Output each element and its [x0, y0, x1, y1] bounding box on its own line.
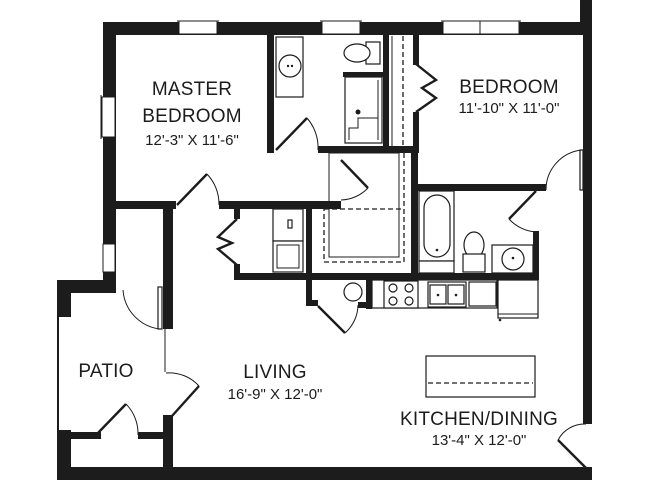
room-name-line1: MASTER [151, 79, 233, 100]
door-pantry [317, 304, 359, 334]
interior-walls [116, 35, 546, 309]
door-living-patio [164, 329, 200, 417]
washer [272, 208, 304, 242]
room-name: BEDROOM [459, 77, 559, 98]
room-label-living: LIVING 16'-9" X 12'-0" [205, 362, 345, 403]
room-dimensions: 16'-9" X 12'-0" [227, 385, 323, 403]
door-bedroom [508, 190, 538, 233]
dryer [272, 240, 304, 273]
water-heater [343, 282, 363, 302]
kitchen-fixtures [371, 279, 539, 398]
laundry-fixtures [272, 208, 304, 273]
window-bedroom-top [441, 20, 521, 35]
kitchen-island [425, 355, 536, 398]
room-name: LIVING [243, 362, 307, 383]
bathtub [418, 190, 455, 274]
dishwasher [468, 281, 497, 307]
room-dimensions: 11'-10" X 11'-0" [458, 99, 560, 117]
door-patio-gate [95, 403, 139, 436]
room-name: KITCHEN/DINING [400, 409, 558, 430]
toilet-hall [462, 231, 486, 273]
window-hall-left [102, 243, 116, 273]
door-master-bath [275, 117, 319, 151]
stove [383, 280, 419, 309]
door-bedroom-closet-bifold [415, 63, 439, 113]
master-bath-fixtures [275, 36, 404, 146]
window-master-top [177, 20, 219, 35]
vanity-sink-hall [491, 244, 534, 274]
walk-in-closet [323, 152, 405, 263]
room-label-bedroom: BEDROOM 11'-10" X 11'-0" [434, 77, 584, 117]
room-dimensions: 12'-3" X 11'-6" [145, 131, 239, 149]
room-dimensions: 13'-4" X 12'-0" [431, 431, 527, 449]
vanity-sink-master [275, 36, 304, 98]
windows [100, 20, 521, 273]
linen-closet-dashes [391, 36, 404, 146]
room-name-line2: BEDROOM [142, 105, 242, 127]
room-label-patio: PATIO [66, 361, 146, 383]
door-bedroom-exterior [545, 149, 584, 191]
kitchen-sink [427, 281, 467, 308]
room-label-master-bedroom: MASTER BEDROOM 12'-3" X 11'-6" [127, 79, 257, 149]
door-entry [557, 423, 587, 469]
refrigerator [497, 279, 539, 322]
window-master-left [100, 95, 116, 139]
exterior-walls [57, 0, 592, 480]
doors [95, 63, 587, 469]
door-hall-closet [340, 159, 369, 201]
hall-bath-fixtures [418, 190, 534, 274]
room-name: PATIO [78, 361, 134, 382]
window-bath-top [320, 20, 362, 35]
shower-master [343, 72, 383, 144]
room-label-kitchen-dining: KITCHEN/DINING 13'-4" X 12'-0" [384, 409, 574, 449]
toilet-master [343, 41, 381, 65]
door-master-bedroom [176, 173, 220, 206]
door-laundry-bifold [215, 218, 238, 266]
door-patio-hall [122, 286, 163, 330]
